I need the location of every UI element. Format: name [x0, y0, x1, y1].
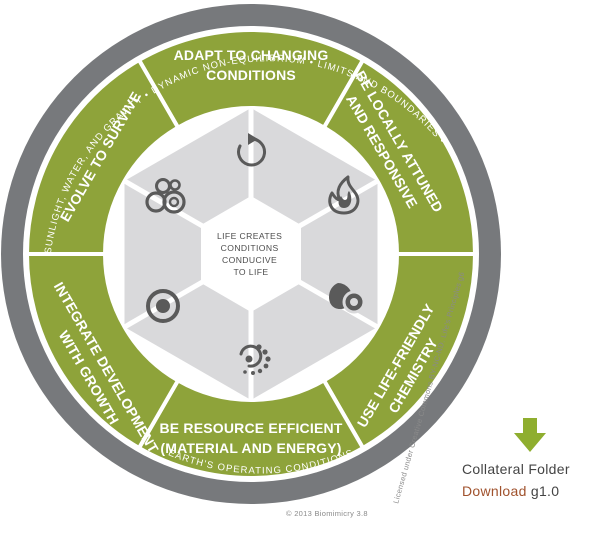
flame-icon [328, 175, 360, 215]
download-link[interactable]: Download [462, 483, 527, 499]
copyright-note: © 2013 Biomimicry 3.8 [286, 509, 368, 518]
version-label: g1.0 [530, 483, 560, 499]
segment-label-line: (MATERIAL AND ENERGY) [160, 440, 341, 456]
principle-segment [24, 57, 181, 256]
segment-label-line: ADAPT TO CHANGING [174, 47, 329, 63]
segment-label: ADAPT TO CHANGING CONDITIONS [174, 47, 329, 83]
center-text: LIFE CREATES CONDITIONS CONDUCIVE TO LIF… [217, 231, 285, 277]
droplet-icon [329, 283, 366, 314]
bubbles-icon [145, 178, 186, 214]
concentric-circle-icon [146, 289, 180, 323]
segment-label-line: CONDITIONS [206, 67, 296, 83]
center-line-1: LIFE CREATES [217, 231, 282, 241]
segment-label: BE RESOURCE EFFICIENT (MATERIAL AND ENERG… [159, 420, 342, 456]
center-hexagon [201, 196, 301, 312]
cycle-arrow-icon [237, 133, 267, 167]
download-line: Download g1.0 [462, 483, 559, 499]
center-line-2: CONDITIONS [221, 243, 279, 253]
collateral-folder-label: Collateral Folder [462, 461, 570, 477]
dotted-spiral-icon [239, 344, 271, 375]
center-line-4: TO LIFE [233, 267, 268, 277]
center-line-3: CONDUCIVE [222, 255, 277, 265]
segment-label-line: BE RESOURCE EFFICIENT [159, 420, 342, 436]
down-arrow-icon[interactable] [512, 418, 548, 454]
